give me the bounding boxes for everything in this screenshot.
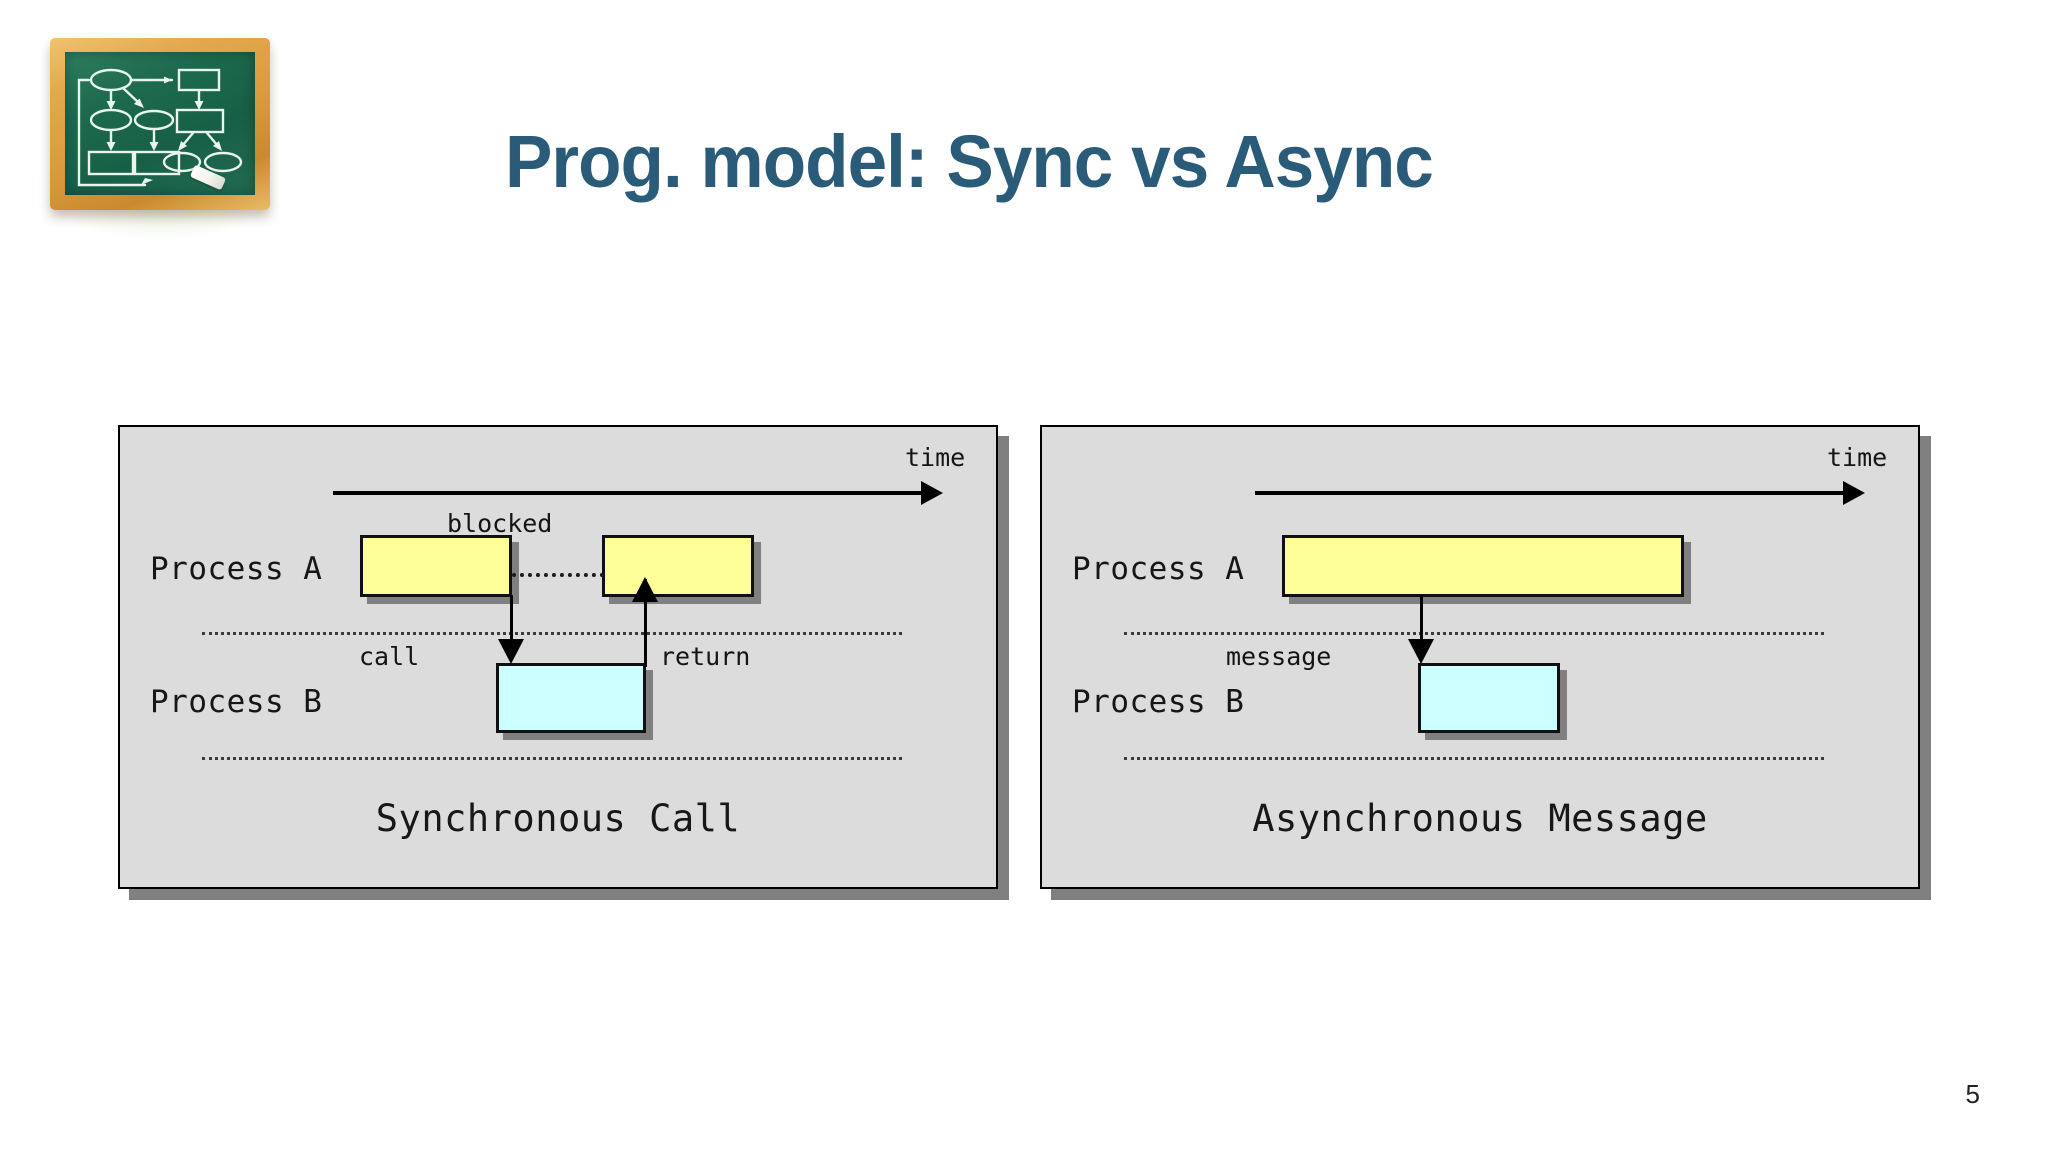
lane-separator-ab [202,632,902,635]
lane-separator-bottom [202,757,902,760]
diagram-asynchronous-message: time Process A Process B message Asynchr… [1040,425,1920,889]
chalkboard-frame [50,38,270,210]
return-arrowhead [632,577,658,602]
diagram-caption-async: Asynchronous Message [1252,797,1708,840]
lane-label-process-a: Process A [150,551,323,587]
blocked-connector-left [512,573,604,577]
call-arrow-line [510,595,513,649]
return-arrow-line [644,579,647,667]
edge-label-return: return [660,642,751,671]
lane-label-process-b: Process B [1072,684,1245,720]
activity-box-process-a [1282,535,1684,597]
diagram-synchronous-call: time Process A Process B blocked call re… [118,425,998,889]
time-axis-label: time [905,443,966,472]
time-axis-label: time [1827,443,1888,472]
page-title: Prog. model: Sync vs Async [505,120,1434,203]
message-arrow-line [1420,595,1423,649]
activity-box-process-a-1 [360,535,512,597]
page-number: 5 [1965,1079,1980,1109]
activity-box-process-b [496,663,646,733]
time-axis-line [333,491,925,495]
chalkboard-surface [65,52,255,195]
edge-label-blocked: blocked [447,509,553,538]
lane-label-process-b: Process B [150,684,323,720]
time-axis-arrowhead [1843,481,1865,505]
call-arrowhead [498,639,524,664]
lane-separator-ab [1124,632,1824,635]
edge-label-call: call [359,642,420,671]
lane-separator-bottom [1124,757,1824,760]
time-axis-arrowhead [921,481,943,505]
activity-box-process-a-2 [602,535,754,597]
time-axis-line [1255,491,1847,495]
message-arrowhead [1408,639,1434,664]
edge-label-message: message [1226,642,1332,671]
flowchart-icon [77,68,243,187]
diagram-caption-sync: Synchronous Call [375,797,741,840]
lane-label-process-a: Process A [1072,551,1245,587]
activity-box-process-b [1418,663,1560,733]
chalkboard-logo [44,30,276,240]
